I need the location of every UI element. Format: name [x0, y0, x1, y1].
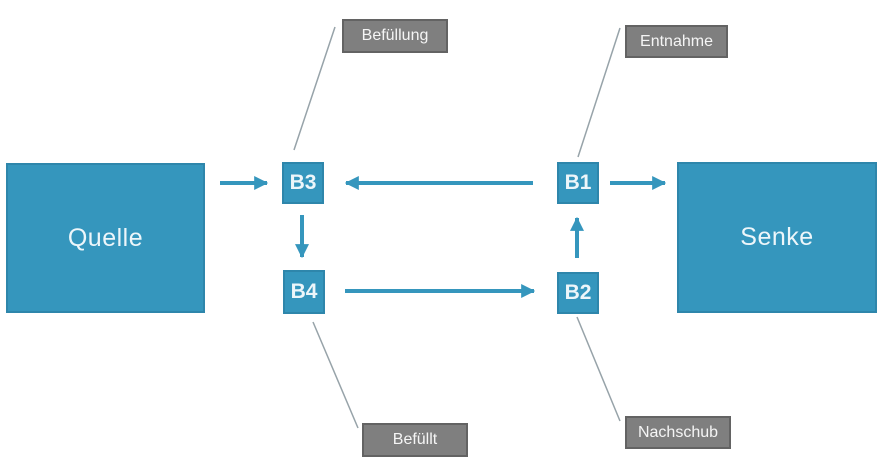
- connector-b3-befuellung: [293, 26, 336, 151]
- node-b1-label: B1: [564, 171, 592, 194]
- node-b3: B3: [282, 162, 324, 204]
- tag-nachschub-label: Nachschub: [637, 423, 719, 441]
- node-senke-label: Senke: [740, 223, 814, 251]
- connector-b4-befuellt: [312, 321, 359, 429]
- node-senke: Senke: [677, 162, 877, 313]
- node-quelle: Quelle: [6, 163, 205, 313]
- tag-entnahme: Entnahme: [625, 25, 728, 58]
- node-quelle-label: Quelle: [67, 223, 144, 252]
- tag-entnahme-label: Entnahme: [640, 32, 713, 50]
- node-b1: B1: [557, 162, 599, 204]
- node-b3-label: B3: [289, 171, 317, 194]
- node-b4: B4: [283, 270, 325, 314]
- tag-nachschub: Nachschub: [625, 416, 731, 449]
- node-b4-label: B4: [290, 280, 318, 303]
- node-b2: B2: [557, 272, 599, 314]
- tag-befuellt-label: Befüllt: [392, 431, 438, 448]
- tag-befuellt: Befüllt: [362, 423, 468, 457]
- tag-befuellung-label: Befüllung: [361, 27, 429, 44]
- tag-befuellung: Befüllung: [342, 19, 448, 53]
- node-b2-label: B2: [564, 281, 592, 304]
- connector-b2-nachschub: [576, 316, 621, 422]
- connector-b1-entnahme: [577, 27, 621, 158]
